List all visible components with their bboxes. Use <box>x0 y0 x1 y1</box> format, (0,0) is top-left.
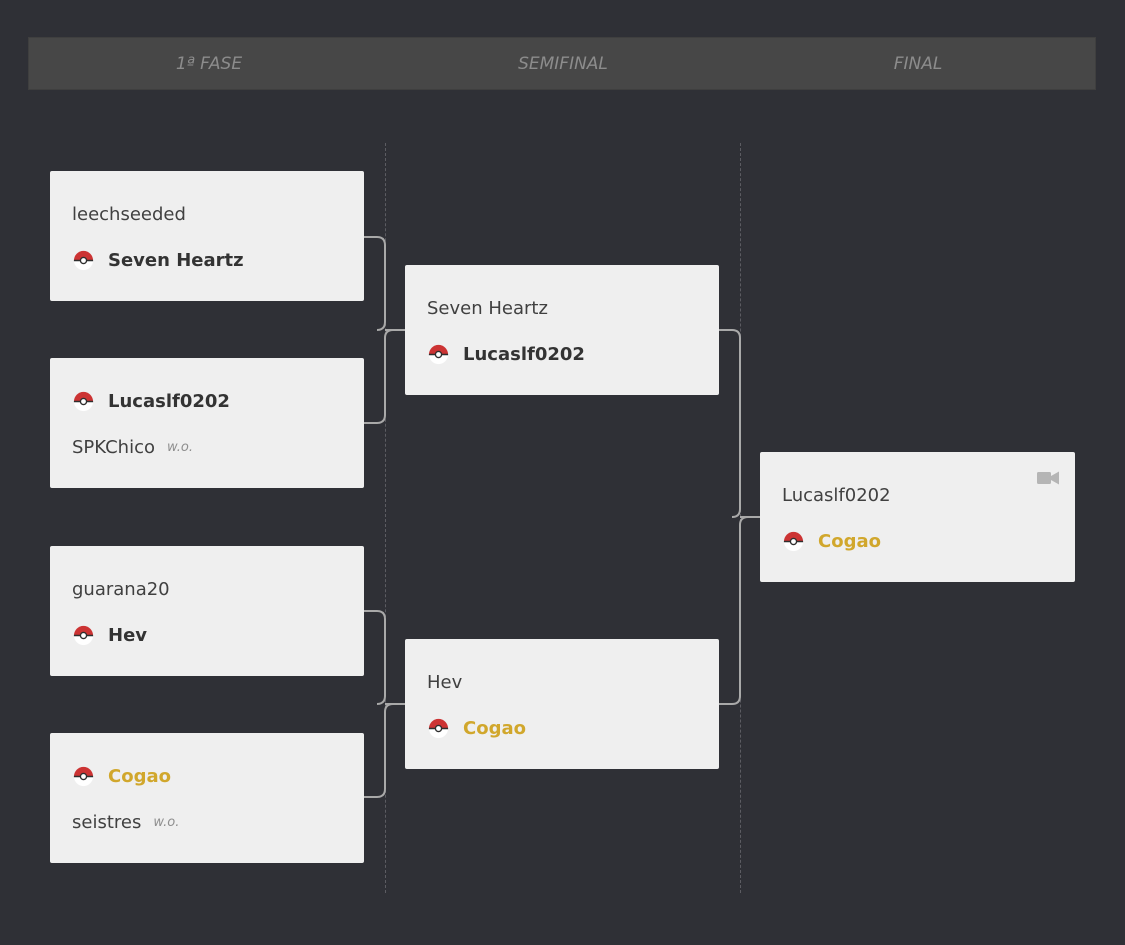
match-card[interactable]: guarana20 Hev <box>50 546 364 676</box>
player-winner: Lucaslf0202 <box>72 388 230 414</box>
player-loser: seistres w.o. <box>72 809 179 835</box>
player-name: Lucaslf0202 <box>108 390 230 412</box>
connector-line <box>364 329 394 424</box>
player-loser: leechseeded <box>72 201 186 227</box>
round-label-first-phase: 1ª FASE <box>175 54 243 74</box>
pokeball-icon <box>783 531 804 551</box>
walkover-note: w.o. <box>167 439 194 455</box>
match-card[interactable]: leechseeded Seven Heartz <box>50 171 364 301</box>
player-loser: Hev <box>427 669 462 695</box>
rounds-header: 1ª FASE SEMIFINAL FINAL <box>28 37 1096 90</box>
player-winner: Hev <box>72 622 147 648</box>
player-winner: Seven Heartz <box>72 247 244 273</box>
player-loser: guarana20 <box>72 576 170 602</box>
player-name: Lucaslf0202 <box>782 484 891 506</box>
connector-line <box>719 329 760 518</box>
match-card[interactable]: Lucaslf0202 SPKChico w.o. <box>50 358 364 488</box>
match-card-final[interactable]: Lucaslf0202 Cogao <box>760 452 1075 582</box>
match-card[interactable]: Hev Cogao <box>405 639 719 769</box>
connector-line <box>364 610 405 705</box>
pokeball-icon <box>73 250 94 270</box>
connector-line <box>364 703 394 798</box>
player-name: Lucaslf0202 <box>463 343 585 365</box>
player-name: Seven Heartz <box>427 297 548 319</box>
player-name: guarana20 <box>72 578 170 600</box>
player-name: leechseeded <box>72 203 186 225</box>
pokeball-icon <box>428 344 449 364</box>
player-winner: Cogao <box>427 715 526 741</box>
pokeball-icon <box>428 718 449 738</box>
connector-line <box>719 516 749 705</box>
player-name: Hev <box>108 624 148 646</box>
pokeball-icon <box>73 766 94 786</box>
player-winner: Lucaslf0202 <box>427 341 585 367</box>
pokeball-icon <box>73 391 94 411</box>
column-divider <box>385 143 386 893</box>
player-name: Seven Heartz <box>108 249 244 271</box>
player-name: Hev <box>427 671 463 693</box>
match-card[interactable]: Cogao seistres w.o. <box>50 733 364 863</box>
player-loser: Lucaslf0202 <box>782 482 891 508</box>
walkover-note: w.o. <box>153 814 180 830</box>
round-label-semifinal: SEMIFINAL <box>518 54 608 74</box>
pokeball-icon <box>73 625 94 645</box>
player-name: Cogao <box>108 765 171 787</box>
connector-line <box>364 236 405 331</box>
player-loser: Seven Heartz <box>427 295 548 321</box>
player-loser: SPKChico w.o. <box>72 434 193 460</box>
match-card[interactable]: Seven Heartz Lucaslf0202 <box>405 265 719 395</box>
player-name: Cogao <box>818 530 881 552</box>
player-winner: Cogao <box>72 763 171 789</box>
player-name: Cogao <box>463 717 526 739</box>
player-name: seistres <box>72 811 142 833</box>
round-label-final: FINAL <box>893 54 943 74</box>
player-champion: Cogao <box>782 528 881 554</box>
camera-icon[interactable] <box>1037 470 1059 486</box>
player-name: SPKChico <box>72 436 155 458</box>
